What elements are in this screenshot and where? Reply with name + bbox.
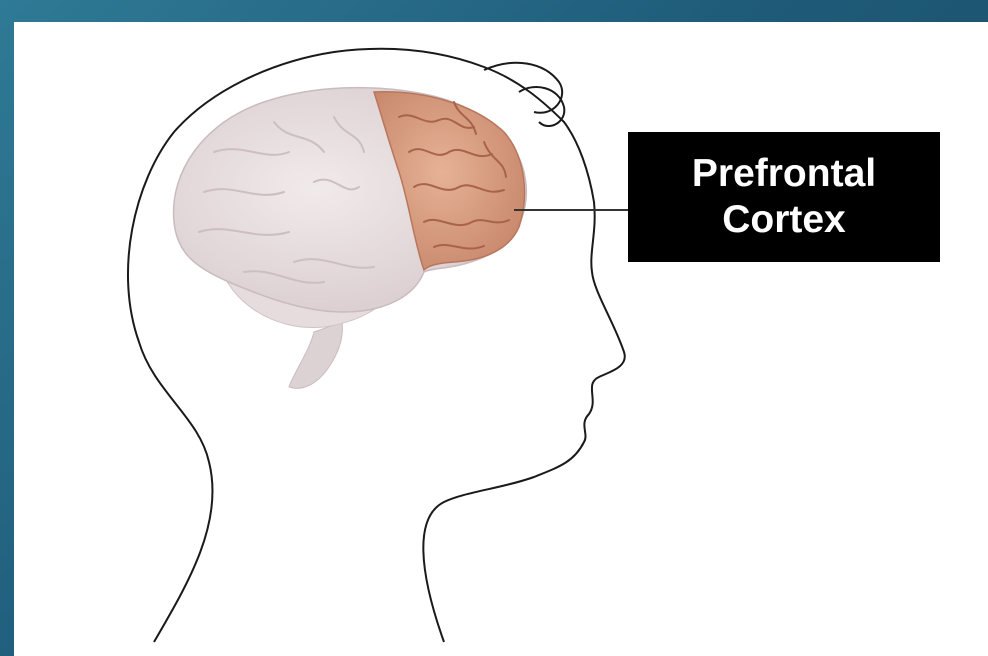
head-diagram xyxy=(14,22,988,656)
label-line-2: Cortex xyxy=(722,197,846,243)
hair-detail-2 xyxy=(519,87,564,126)
brainstem-shape xyxy=(289,322,342,388)
diagram-panel: Prefrontal Cortex xyxy=(14,22,988,656)
prefrontal-cortex-label: Prefrontal Cortex xyxy=(628,132,940,262)
label-line-1: Prefrontal xyxy=(692,151,876,197)
